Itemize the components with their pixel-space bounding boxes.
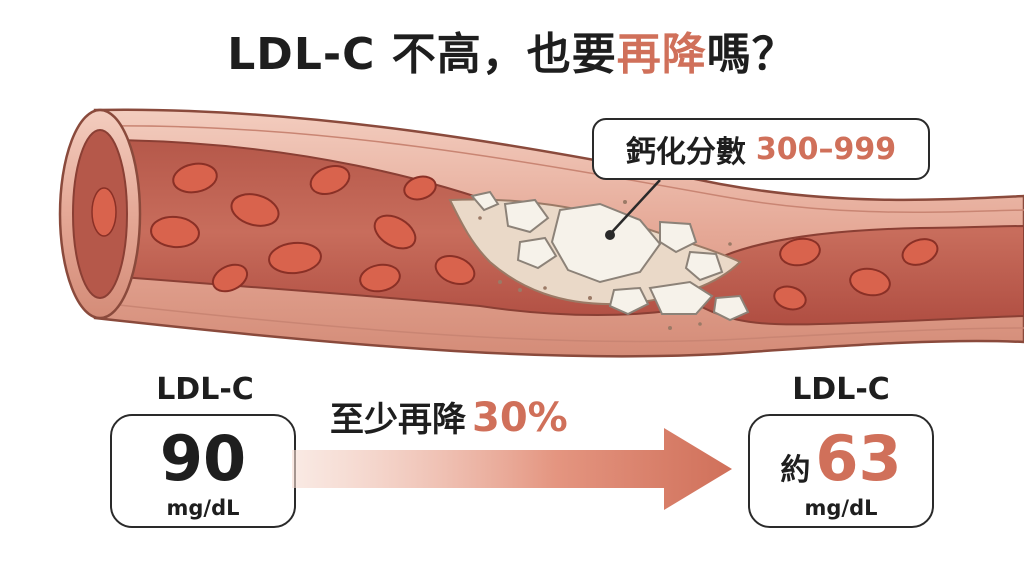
right-ldl-box: 約 63 mg/dL <box>748 414 934 528</box>
reduction-arrow <box>292 428 732 510</box>
calcium-specks <box>478 200 732 330</box>
arrow-text: 至少再降 <box>330 400 466 440</box>
left-ldl-value: 90 <box>159 422 247 495</box>
title-part2: 嗎？ <box>706 29 797 80</box>
callout-pointer <box>611 179 661 233</box>
right-ldl-value: 63 <box>815 422 902 495</box>
right-ldl-label: LDL-C <box>792 372 890 407</box>
artery-illustration <box>58 108 1024 358</box>
left-ldl-label: LDL-C <box>156 372 254 407</box>
red-blood-cells <box>150 162 939 311</box>
title-highlight: 再降 <box>616 29 707 80</box>
left-ldl-unit: mg/dL <box>166 496 240 520</box>
left-ldl-box: 90 mg/dL <box>110 414 296 528</box>
calcium-score-callout: 鈣化分數 300–999 <box>592 118 930 180</box>
title-part1: LDL-C 不高，也要 <box>227 29 617 80</box>
arrow-percent: 30% <box>472 395 568 441</box>
calcium-deposits <box>470 190 750 322</box>
callout-value: 300–999 <box>755 131 897 167</box>
right-ldl-prefix: 約 <box>780 453 811 488</box>
right-ldl-unit: mg/dL <box>804 496 878 520</box>
page-title: LDL-C 不高，也要再降嗎？ <box>0 18 1024 82</box>
callout-label: 鈣化分數 <box>625 135 746 170</box>
right-ldl-value-row: 約 63 <box>750 428 932 490</box>
